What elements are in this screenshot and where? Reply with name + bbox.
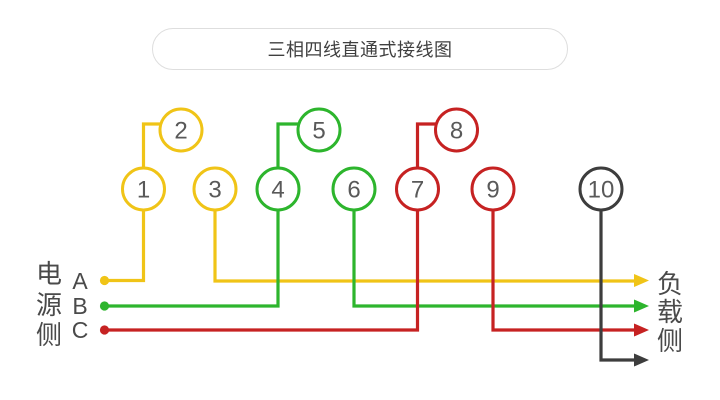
- phase-b-arrow-icon: [634, 299, 649, 313]
- terminal-8-number: 8: [450, 118, 463, 145]
- load-side-label-char-1: 负: [657, 269, 683, 299]
- terminal-10-circle: [578, 166, 624, 212]
- terminal-2-circle: [158, 107, 204, 153]
- terminal-7-number: 7: [411, 177, 424, 204]
- terminal-4-number: 4: [271, 177, 284, 204]
- phase-c-source-dot: [99, 325, 110, 335]
- terminal-1-circle: [121, 166, 166, 212]
- wire-phase-c-source: [104, 189, 420, 332]
- phase-a-label: A: [72, 268, 88, 294]
- phase-a-source-dot: [99, 275, 110, 286]
- terminal-2-number: 2: [174, 118, 187, 145]
- load-side-label-char-2: 载: [657, 297, 683, 327]
- terminal-7-circle: [395, 166, 440, 212]
- terminal-5-number: 5: [312, 118, 325, 145]
- terminal-6-number: 6: [347, 177, 360, 204]
- phase-b-label: B: [72, 293, 87, 319]
- diagram-title-pill: 三相四线直通式接线图: [152, 28, 568, 70]
- load-side-label-char-3: 侧: [657, 326, 683, 356]
- wire-phase-a-load: [213, 189, 635, 283]
- terminal-3-circle: [192, 166, 238, 212]
- phase-a-arrow-icon: [634, 274, 649, 287]
- wire-phase-b-load: [352, 189, 635, 308]
- source-side-label-char-1: 电: [36, 259, 62, 289]
- terminal-8-circle: [434, 107, 479, 153]
- phase-c-arrow-icon: [634, 323, 649, 337]
- terminal-9-number: 9: [486, 177, 499, 204]
- phase-b-source-dot: [99, 301, 110, 311]
- wire-phase-c-load: [491, 189, 635, 332]
- terminal-3-number: 3: [208, 177, 221, 204]
- terminal-10-number: 10: [588, 177, 615, 204]
- wire-neutral-load: [599, 189, 635, 362]
- terminal-6-circle: [331, 166, 377, 212]
- wire-phase-b-source: [104, 189, 280, 308]
- source-side-label-char-2: 源: [36, 290, 62, 320]
- neutral-arrow-icon: [634, 353, 649, 367]
- terminal-5-circle: [296, 107, 342, 153]
- phase-c-label: C: [72, 317, 89, 343]
- terminal-4-circle: [255, 166, 301, 212]
- diagram-title: 三相四线直通式接线图: [267, 40, 453, 60]
- source-side-label-char-3: 侧: [36, 320, 62, 350]
- terminal-1-number: 1: [137, 177, 150, 204]
- wire-phase-a-source: [104, 189, 146, 283]
- terminal-9-circle: [470, 166, 516, 212]
